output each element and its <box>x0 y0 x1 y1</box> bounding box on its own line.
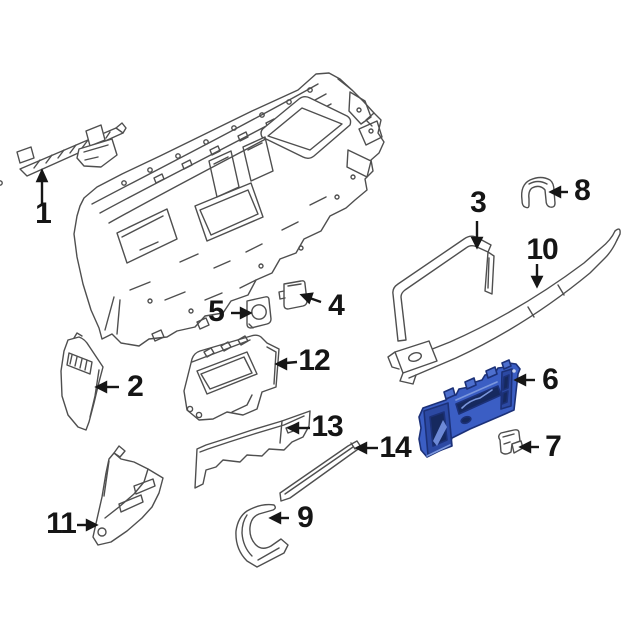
part-drawing-6-highlighted[interactable] <box>418 359 521 458</box>
callout-arrow-13 <box>286 421 310 435</box>
callout-arrows <box>35 168 568 532</box>
callout-arrow-1 <box>35 168 49 204</box>
callout-arrow-3 <box>470 221 484 250</box>
callout-1[interactable]: 1 <box>35 197 52 230</box>
callout-arrow-5 <box>231 306 253 320</box>
callout-7[interactable]: 7 <box>545 430 562 463</box>
callout-arrow-12 <box>274 357 298 371</box>
part-drawing-3 <box>392 235 495 342</box>
part-drawing-5 <box>246 296 272 329</box>
callout-8[interactable]: 8 <box>574 174 591 207</box>
part-drawing-4 <box>278 280 308 310</box>
part-drawing-2 <box>60 332 104 431</box>
part-drawing-12 <box>183 334 280 421</box>
part-drawing-7 <box>498 429 524 455</box>
part-drawing-13 <box>194 410 311 489</box>
part-drawing-14 <box>279 440 362 502</box>
callout-arrow-4 <box>299 292 322 305</box>
callout-11[interactable]: 11 <box>46 507 77 540</box>
callout-3[interactable]: 3 <box>470 186 487 219</box>
part-drawing-11 <box>92 445 164 546</box>
part-drawing-instrument-panel-frame <box>0 72 385 347</box>
callout-arrow-14 <box>354 441 378 455</box>
part-drawing-9 <box>235 503 289 568</box>
callout-6[interactable]: 6 <box>542 363 559 396</box>
callout-2[interactable]: 2 <box>127 370 144 403</box>
callout-arrow-11 <box>77 518 99 532</box>
callout-12[interactable]: 12 <box>298 344 330 377</box>
callout-14[interactable]: 14 <box>379 431 411 464</box>
callout-arrow-7 <box>518 440 539 454</box>
callout-arrow-9 <box>268 511 289 525</box>
callout-arrow-8 <box>548 185 568 199</box>
callout-9[interactable]: 9 <box>297 501 314 534</box>
callout-4[interactable]: 4 <box>328 289 345 322</box>
callout-arrow-2 <box>94 380 119 394</box>
callout-5[interactable]: 5 <box>208 295 225 328</box>
callout-13[interactable]: 13 <box>311 410 343 443</box>
callout-arrow-6 <box>513 373 535 387</box>
callout-arrow-10 <box>530 264 544 289</box>
part-drawing-8 <box>520 176 556 209</box>
part-drawing-10 <box>387 228 621 385</box>
callout-10[interactable]: 10 <box>526 233 558 266</box>
part-drawing-1 <box>16 122 127 177</box>
